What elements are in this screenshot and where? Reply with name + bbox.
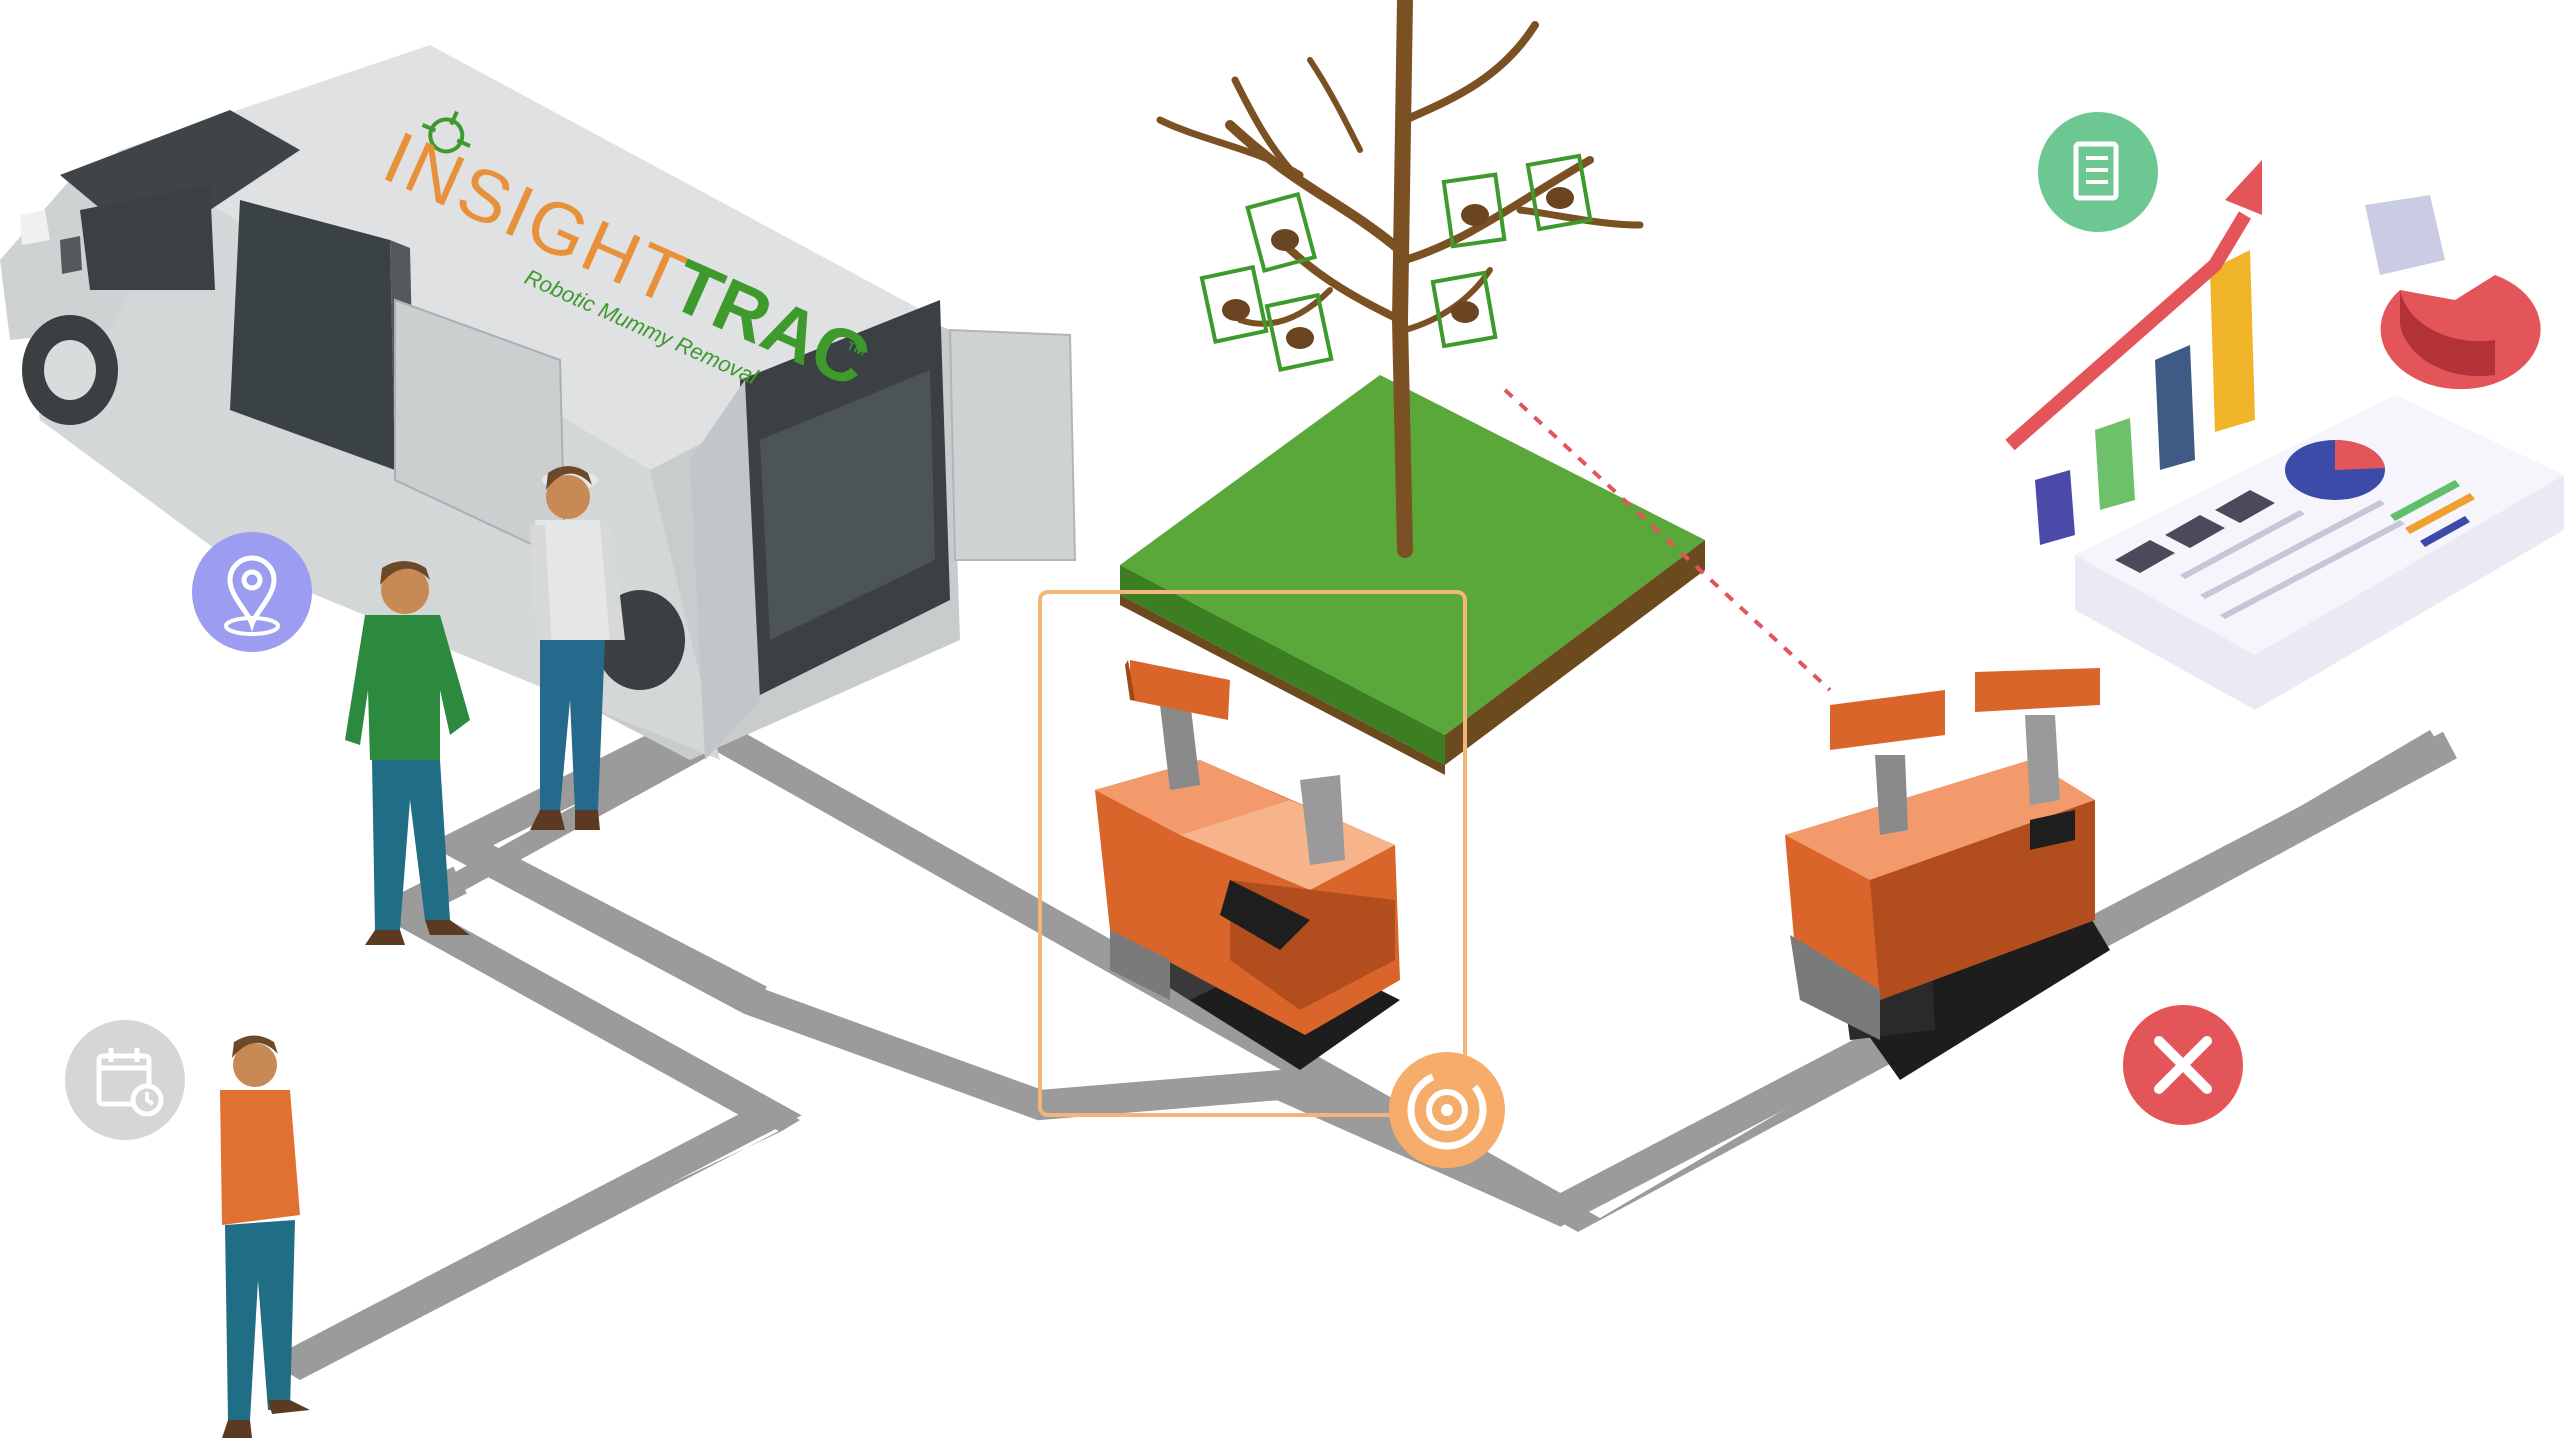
robot-secondary: [1785, 668, 2110, 1080]
mummy-detections: [1199, 153, 1593, 373]
close-icon: [2123, 1005, 2243, 1125]
robot-path: [283, 711, 2457, 1379]
target-icon: [1389, 1052, 1505, 1168]
tree: [1156, 0, 1644, 558]
location-pin-icon: [192, 532, 312, 652]
person-orange-shirt: [220, 1035, 310, 1438]
logo-target-icon: [421, 110, 471, 154]
person-white-shirt: [530, 466, 625, 830]
tracking-dotted-line: [1503, 388, 1832, 692]
robot-primary: [1095, 660, 1400, 1070]
calendar-icon: [65, 1020, 185, 1140]
pie-chart-icon: [2365, 195, 2541, 390]
report-document-icon: [2038, 112, 2158, 232]
detection-frame: [1038, 590, 1467, 1117]
mummies: [1222, 187, 1574, 349]
grass-tile: [1120, 375, 1705, 775]
path-segments: [280, 722, 2450, 1380]
bar-chart-icon: [2005, 160, 2262, 545]
person-green-shirt: [345, 561, 470, 945]
mini-pie-chart: [2285, 439, 2385, 500]
van: [0, 45, 1077, 760]
report-sheet: [2075, 395, 2564, 710]
